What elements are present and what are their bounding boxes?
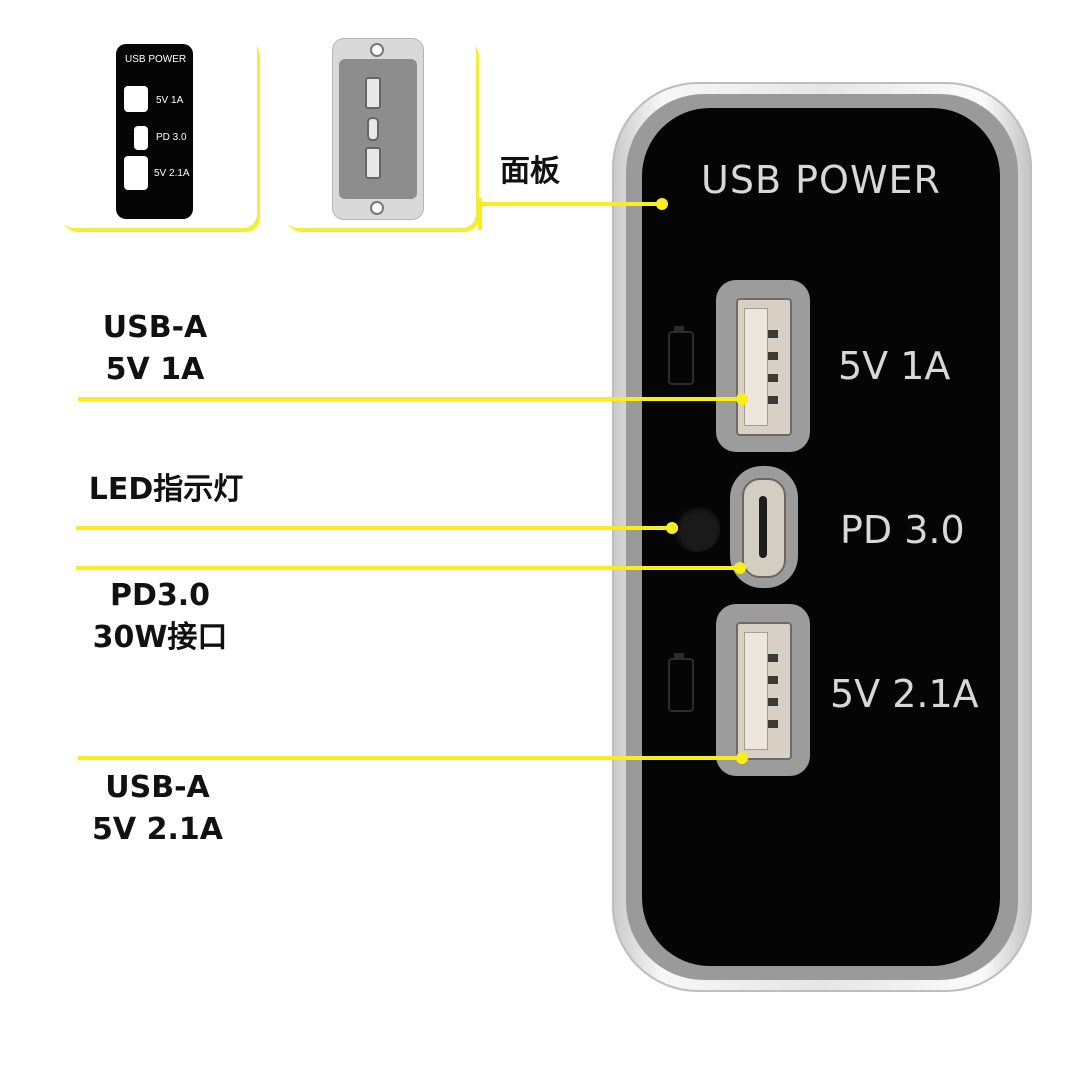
callout-usb-a-2-line (78, 756, 744, 760)
mini-slot-3 (124, 156, 148, 190)
typec-port (742, 478, 786, 578)
callout-led-label: LED指示灯 (88, 472, 244, 507)
callout-pd-line2: 30W接口 (92, 620, 228, 655)
mini-label-3: 5V 2.1A (154, 168, 190, 179)
callout-panel-dot (656, 198, 668, 210)
callout-usb-a-1-line (78, 397, 744, 401)
usb-a-port-1 (736, 298, 792, 436)
usb-pin (768, 654, 778, 662)
callout-panel-connector (478, 198, 482, 230)
mini-screw-hole-bottom (370, 201, 384, 215)
callout-usb-a-2-line1: USB-A (105, 770, 210, 805)
led-indicator (674, 506, 720, 552)
mini-typec-port (367, 117, 379, 141)
mini-usb-a-port-1 (365, 77, 381, 109)
mini-usb-a-port-2 (365, 147, 381, 179)
typec-port-slot (759, 496, 767, 558)
callout-led-line (76, 526, 678, 530)
mini-label-1: 5V 1A (156, 95, 184, 106)
thumbnail-panel-front: USB POWER 5V 1A PD 3.0 5V 2.1A (60, 38, 257, 228)
callout-usb-a-1-dot (736, 393, 748, 405)
port-1-label: 5V 1A (838, 344, 951, 388)
mini-slot-1 (124, 86, 148, 112)
callout-usb-a-2-dot (736, 752, 748, 764)
mini-screw-hole-top (370, 43, 384, 57)
callout-pd-line1: PD3.0 (109, 578, 211, 613)
mini-label-2: PD 3.0 (156, 132, 187, 143)
thumbnail-panel-back (284, 38, 476, 228)
usb-pin (768, 330, 778, 338)
usb-a-port-2 (736, 622, 792, 760)
usb-a-port-1-tongue (744, 308, 768, 426)
callout-panel-label: 面板 (500, 154, 560, 189)
usb-pin (768, 720, 778, 728)
callout-pd-dot (734, 562, 746, 574)
mini-panel-black: USB POWER 5V 1A PD 3.0 5V 2.1A (116, 44, 193, 219)
usb-pin (768, 352, 778, 360)
battery-icon-1 (668, 331, 694, 385)
port-2-label: PD 3.0 (840, 508, 965, 552)
device-title: USB POWER (701, 158, 941, 202)
battery-icon-2 (668, 658, 694, 712)
port-3-label: 5V 2.1A (830, 672, 979, 716)
mini-slot-2 (134, 126, 148, 150)
callout-pd-line (76, 566, 742, 570)
usb-pin (768, 676, 778, 684)
battery-icon-cap-1 (674, 326, 684, 331)
usb-a-port-2-tongue (744, 632, 768, 750)
callout-panel-line (480, 202, 662, 206)
callout-usb-a-1-line1: USB-A (102, 310, 208, 345)
callout-usb-a-2-line2: 5V 2.1A (92, 812, 223, 847)
mini-back-plate (332, 38, 424, 220)
callout-usb-a-1-line2: 5V 1A (105, 352, 205, 387)
usb-pin (768, 698, 778, 706)
battery-icon-cap-2 (674, 653, 684, 658)
mini-panel-title: USB POWER (125, 54, 187, 65)
mini-back-inner (339, 59, 417, 199)
callout-led-dot (666, 522, 678, 534)
usb-pin (768, 396, 778, 404)
usb-pin (768, 374, 778, 382)
